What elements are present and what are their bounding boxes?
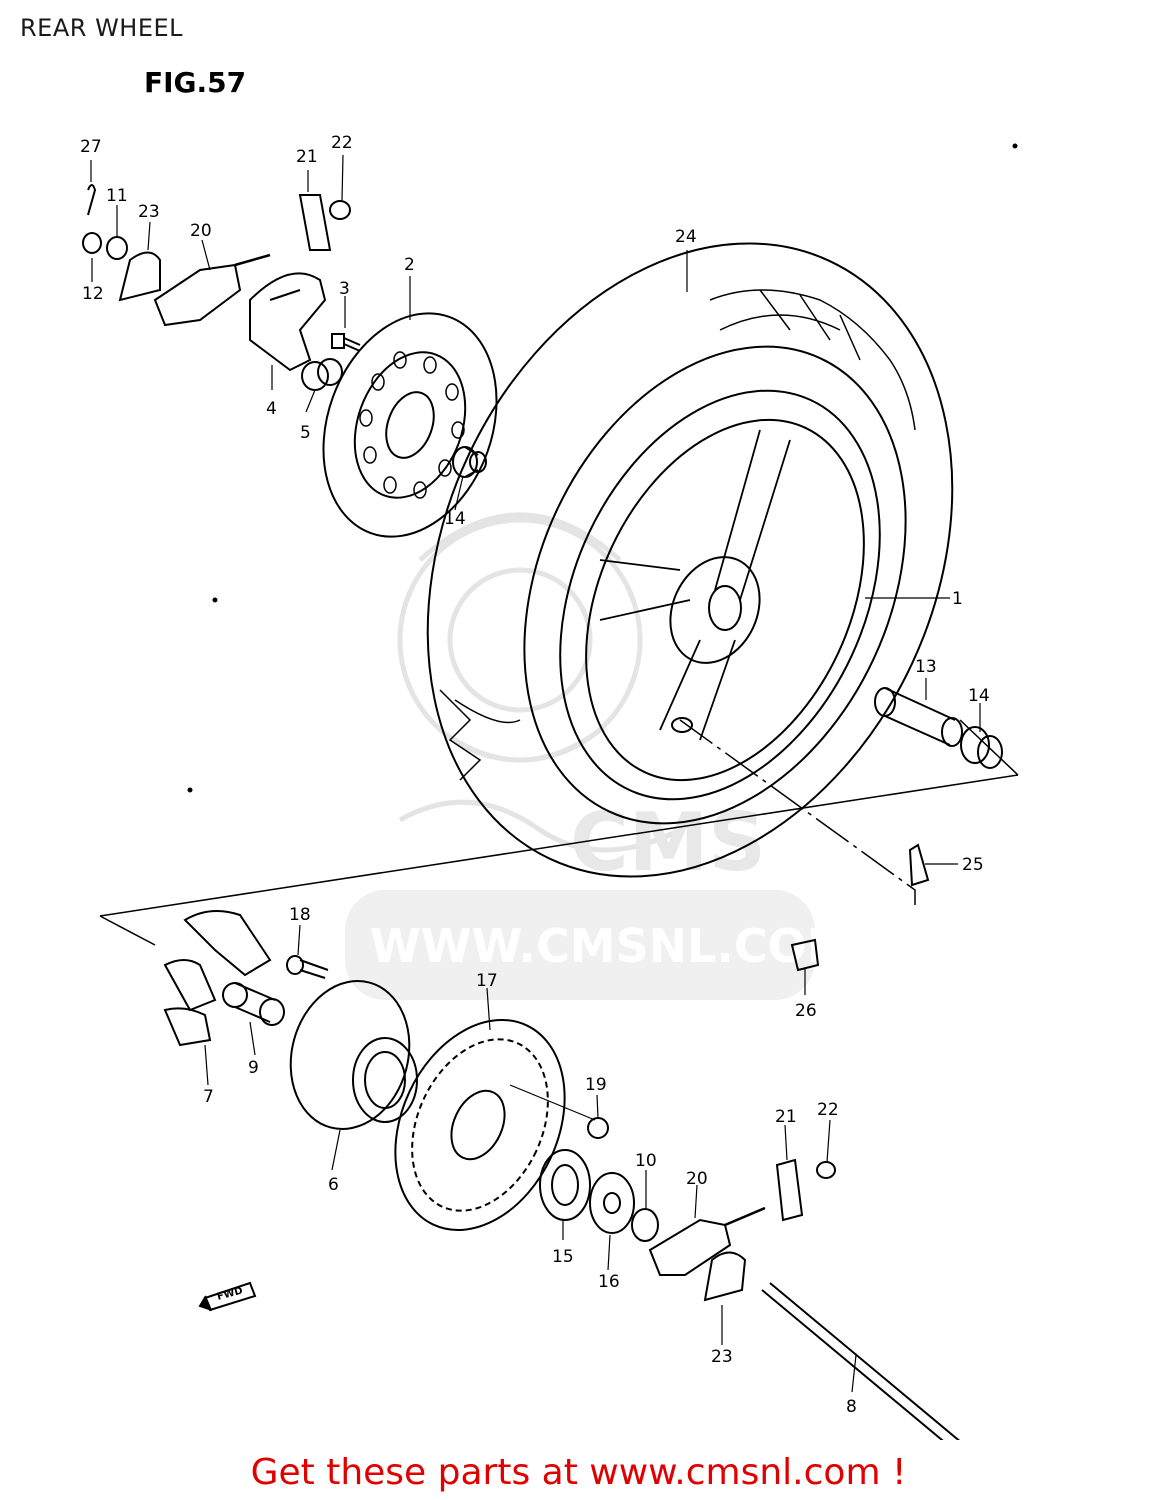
cotter-pin-27 bbox=[87, 184, 97, 216]
dot-mark bbox=[187, 787, 193, 793]
washer-11 bbox=[106, 236, 128, 260]
callout-23: 23 bbox=[138, 202, 160, 222]
lower-chain-adjuster bbox=[648, 1158, 836, 1302]
callout-1: 1 bbox=[952, 589, 963, 609]
callout-14: 14 bbox=[444, 509, 466, 529]
bolt-3 bbox=[331, 333, 361, 352]
callout-27: 27 bbox=[80, 137, 102, 157]
callout-5: 5 bbox=[300, 423, 311, 443]
sprocket-hub-6 bbox=[289, 980, 418, 1130]
wheel-spoke bbox=[714, 429, 791, 601]
adjuster-plate-23 bbox=[118, 251, 161, 302]
callout-labels: 27 11 23 12 20 21 22 2 3 4 5 14 24 1 13 … bbox=[80, 133, 990, 1417]
tire bbox=[426, 242, 954, 878]
callout-20: 20 bbox=[686, 1169, 708, 1189]
callout-22: 22 bbox=[331, 133, 353, 153]
callout-7: 7 bbox=[203, 1087, 214, 1107]
bolt-18 bbox=[286, 955, 329, 979]
upper-chain-adjuster bbox=[82, 184, 351, 327]
cush-dampers-7 bbox=[163, 910, 272, 1047]
separator-line bbox=[99, 774, 1019, 917]
callout-10: 10 bbox=[635, 1151, 657, 1171]
fwd-arrow-icon: FWD bbox=[198, 1281, 257, 1312]
callout-6: 6 bbox=[328, 1175, 339, 1195]
callout-13: 13 bbox=[915, 657, 937, 677]
caliper-bracket bbox=[249, 272, 327, 372]
callout-22: 22 bbox=[817, 1100, 839, 1120]
callout-2: 2 bbox=[404, 255, 415, 275]
bearing-14-lower bbox=[960, 726, 1003, 769]
nut-19 bbox=[509, 1084, 596, 1121]
clip-26 bbox=[790, 938, 820, 972]
bearing-15 bbox=[539, 1149, 591, 1221]
dot-mark bbox=[1012, 143, 1018, 149]
adjuster-plate-23-lower bbox=[703, 1251, 747, 1302]
dot-mark bbox=[212, 597, 218, 603]
wheel-spoke bbox=[599, 559, 691, 621]
disc-center bbox=[385, 391, 435, 459]
nut-22 bbox=[329, 200, 351, 220]
axle-centerline bbox=[679, 719, 916, 905]
rim-inner bbox=[585, 418, 865, 782]
callout-26: 26 bbox=[795, 1001, 817, 1021]
plate-21 bbox=[298, 194, 332, 251]
wheel-hub bbox=[669, 556, 761, 664]
callout-15: 15 bbox=[552, 1247, 574, 1267]
rim bbox=[559, 389, 881, 801]
valve-25 bbox=[908, 843, 930, 887]
seal-16 bbox=[589, 1172, 635, 1234]
axle-8 bbox=[761, 1282, 960, 1440]
callout-19: 19 bbox=[585, 1075, 607, 1095]
callout-3: 3 bbox=[339, 279, 350, 299]
callout-11: 11 bbox=[106, 186, 128, 206]
callout-16: 16 bbox=[598, 1272, 620, 1292]
adjuster-20 bbox=[153, 263, 242, 327]
callout-24: 24 bbox=[675, 227, 697, 247]
callout-8: 8 bbox=[846, 1397, 857, 1417]
sprocket-17 bbox=[394, 1018, 566, 1232]
nut-22-lower bbox=[816, 1161, 836, 1179]
rear-wheel-assembly bbox=[426, 242, 954, 878]
callout-21: 21 bbox=[296, 147, 318, 167]
callout-17: 17 bbox=[476, 971, 498, 991]
hub-bore bbox=[708, 585, 742, 631]
callout-4: 4 bbox=[266, 399, 277, 419]
watermark: CMS WWW.CMSNL.COM bbox=[345, 512, 853, 1000]
brake-disc bbox=[322, 312, 498, 538]
tire-inner-edge bbox=[523, 345, 907, 825]
spacer-14-upper bbox=[452, 446, 487, 478]
leader-lines bbox=[90, 154, 981, 1393]
tire-tread bbox=[719, 289, 861, 361]
callout-14: 14 bbox=[968, 686, 990, 706]
figure-label: FIG.57 bbox=[144, 66, 247, 99]
watermark-url: WWW.CMSNL.COM bbox=[370, 919, 853, 973]
tire-tread bbox=[709, 289, 916, 431]
exploded-parts-diagram: CMS WWW.CMSNL.COM bbox=[80, 133, 1019, 1440]
callout-9: 9 bbox=[248, 1058, 259, 1078]
axle-spacer-13 bbox=[874, 687, 963, 747]
callout-20: 20 bbox=[190, 221, 212, 241]
footer-link[interactable]: Get these parts at www.cmsnl.com ! bbox=[250, 1452, 907, 1493]
callout-18: 18 bbox=[289, 905, 311, 925]
disc-inner bbox=[353, 351, 467, 499]
callout-23: 23 bbox=[711, 1347, 733, 1367]
plate-21-lower bbox=[775, 1158, 804, 1222]
page-title: REAR WHEEL bbox=[20, 14, 184, 42]
callout-12: 12 bbox=[82, 284, 104, 304]
disc-holes bbox=[359, 351, 465, 499]
valve-hole bbox=[671, 717, 693, 733]
nut-19 bbox=[587, 1117, 609, 1139]
disc-outer bbox=[322, 312, 498, 538]
callout-21: 21 bbox=[775, 1107, 797, 1127]
tire-tread bbox=[439, 689, 521, 781]
watermark-logo bbox=[397, 512, 682, 853]
spacer-9 bbox=[222, 982, 285, 1026]
spacer-5 bbox=[301, 358, 343, 391]
callout-25: 25 bbox=[962, 855, 984, 875]
separator-line bbox=[99, 915, 156, 946]
watermark-banner bbox=[345, 890, 815, 1000]
adjuster-bolt bbox=[234, 253, 271, 267]
spacer-10 bbox=[631, 1208, 659, 1242]
nut-12 bbox=[82, 232, 102, 254]
